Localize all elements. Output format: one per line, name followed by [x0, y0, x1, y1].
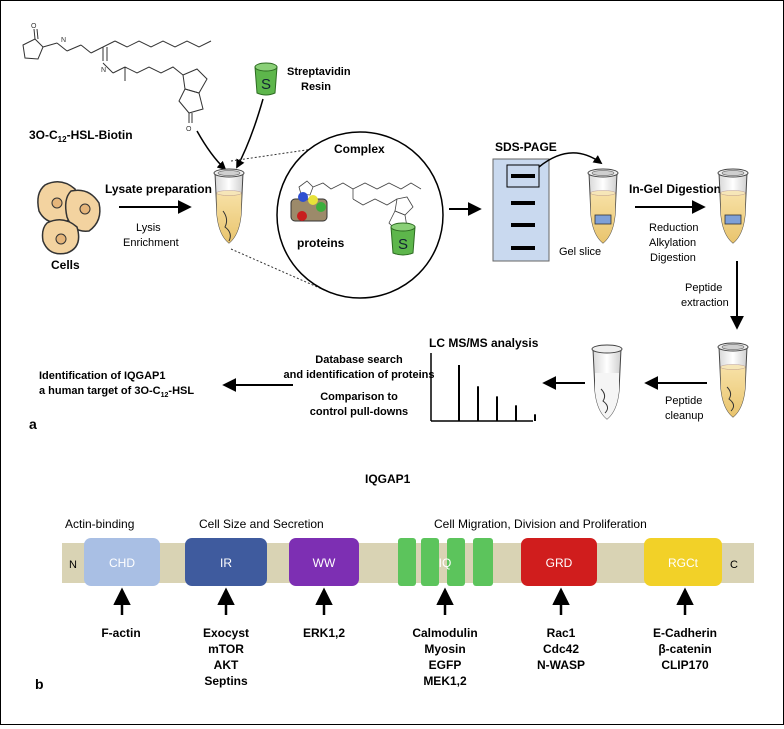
partner-label: Septins	[204, 674, 248, 688]
partner-label: N-WASP	[537, 658, 585, 672]
gel-band	[511, 246, 535, 250]
n-terminus-label: N	[69, 559, 77, 571]
lysate-label: Lysate preparation	[105, 182, 212, 196]
domain-ir-label: IR	[220, 556, 232, 570]
resin-label-1: Streptavidin	[287, 66, 351, 78]
partner-label: MEK1,2	[423, 674, 467, 688]
c-terminus-label: C	[730, 559, 738, 571]
region-label-migration: Cell Migration, Division and Proliferati…	[434, 517, 647, 531]
panel-a-label: a	[29, 416, 37, 432]
lysis-label-1: Lysis	[136, 222, 161, 234]
molecule-label: 3O-C12-HSL-Biotin	[29, 128, 133, 144]
cleanup-label-2: cleanup	[665, 410, 704, 422]
partner-label: Calmodulin	[412, 626, 477, 640]
gel-band	[511, 174, 535, 178]
complex-label: Complex	[334, 142, 385, 156]
streptavidin-resin-icon: S	[254, 62, 278, 96]
arrow-resin-to-tube	[236, 98, 264, 169]
panel-b-label: b	[35, 676, 44, 692]
partner-label: β-catenin	[658, 642, 711, 656]
resin-label-2: Resin	[301, 81, 331, 93]
cells-icon	[37, 181, 101, 255]
domain-chd	[84, 538, 160, 586]
partner-label: E-Cadherin	[653, 626, 717, 640]
domain-iq-motif	[398, 538, 416, 586]
domain-ww-label: WW	[313, 556, 336, 570]
digestion-tube-icon	[717, 168, 749, 244]
domain-grd	[521, 538, 597, 586]
panel-b: b IQGAP1 Actin-binding Cell Size and Sec…	[35, 472, 754, 692]
hsl-biotin-structure	[22, 28, 212, 123]
cleanup-label-1: Peptide	[665, 395, 702, 407]
domain-grd-label: GRD	[546, 556, 573, 570]
arrow-molecule-to-tube	[196, 130, 227, 171]
gel-band	[511, 201, 535, 205]
extraction-tube-icon	[717, 342, 749, 418]
digestion-step: Digestion	[650, 252, 696, 264]
lysis-label-2: Enrichment	[123, 237, 179, 249]
domain-iq-label: IQ	[439, 556, 452, 570]
domain-iq-motif	[473, 538, 493, 586]
structure-atoms: O N N O	[31, 23, 192, 133]
partner-label: EGFP	[429, 658, 462, 672]
digestion-label: In-Gel Digestion	[629, 182, 721, 196]
gel-band-box	[506, 164, 540, 188]
svg-text:S: S	[398, 236, 408, 253]
identification-label-2: a human target of 3O-C12-HSL	[39, 385, 194, 399]
svg-text:N: N	[61, 37, 66, 44]
resin-letter: S	[261, 76, 271, 93]
binding-partners: F-actin Exocyst mTOR AKT Septins ERK1,2 …	[101, 626, 717, 688]
digestion-step: Alkylation	[649, 237, 696, 249]
complex-circle	[276, 131, 444, 299]
sds-label: SDS-PAGE	[495, 140, 557, 154]
extraction-label-2: extraction	[681, 297, 729, 309]
partner-label: Cdc42	[543, 642, 579, 656]
partner-label: CLIP170	[661, 658, 709, 672]
lcms-label: LC MS/MS analysis	[429, 336, 539, 350]
digestion-step: Reduction	[649, 222, 699, 234]
arrow-band-to-tube	[538, 152, 603, 168]
comparison-label-1: Comparison to	[320, 391, 398, 403]
database-label-2: and identification of proteins	[284, 369, 435, 381]
gel-slice-label: Gel slice	[559, 246, 601, 258]
extraction-label-1: Peptide	[685, 282, 722, 294]
zoom-line-top	[230, 148, 314, 162]
svg-text:O: O	[186, 126, 192, 133]
complex-resin-icon: S	[390, 222, 416, 256]
domain-rgct	[644, 538, 722, 586]
domain-ir	[185, 538, 267, 586]
partner-label: Rac1	[547, 626, 576, 640]
partner-label: ERK1,2	[303, 626, 345, 640]
domain-iq-motif	[447, 538, 465, 586]
gel-band	[511, 223, 535, 227]
database-label-1: Database search	[315, 354, 403, 366]
ms-spectrum	[430, 353, 536, 422]
svg-text:O: O	[31, 23, 37, 30]
partner-label: mTOR	[208, 642, 244, 656]
proteins-label: proteins	[297, 236, 345, 250]
domain-chd-label: CHD	[109, 556, 135, 570]
region-label-secretion: Cell Size and Secretion	[199, 517, 324, 531]
region-label-actin: Actin-binding	[65, 517, 134, 531]
domain-ww	[289, 538, 359, 586]
partner-label: AKT	[214, 658, 239, 672]
svg-text:N: N	[101, 67, 106, 74]
proteins-icon	[290, 192, 328, 222]
domain-rgct-label: RGCt	[668, 556, 699, 570]
identification-label-1: Identification of IQGAP1	[39, 370, 166, 382]
partner-label: F-actin	[101, 626, 140, 640]
partner-label: Exocyst	[203, 626, 249, 640]
panel-a: a O N N O	[22, 23, 749, 432]
cleanup-tube-icon	[591, 344, 623, 420]
partner-label: Myosin	[424, 642, 465, 656]
comparison-label-2: control pull-downs	[310, 406, 408, 418]
gel-slice-tube-icon	[587, 168, 619, 244]
cells-label: Cells	[51, 258, 80, 272]
domain-iq-motif	[421, 538, 439, 586]
iqgap1-title: IQGAP1	[365, 472, 411, 486]
